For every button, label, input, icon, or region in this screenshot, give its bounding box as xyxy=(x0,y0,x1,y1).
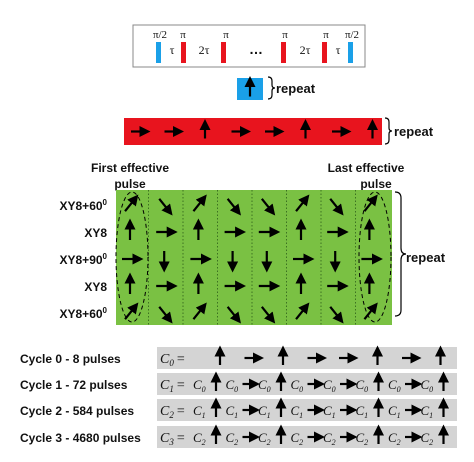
seq-label-tau-right: τ xyxy=(336,43,341,57)
cycle-row: Cycle 2 - 584 pulses C2= C1 C1 C1 C1 C1 C1 C1 C1 xyxy=(20,397,457,421)
block2-brace xyxy=(384,117,393,145)
seq-label-2tau-left: 2τ xyxy=(199,43,210,57)
cycle-equation: C1= xyxy=(160,378,185,394)
arrow-dr-icon xyxy=(260,306,276,324)
arrow-dr-icon xyxy=(260,198,276,216)
first-effective-ellipse xyxy=(115,191,149,323)
last-effective-label-2: pulse xyxy=(360,177,392,191)
arrow-dr-icon xyxy=(226,306,241,324)
cycle-label: Cycle 2 - 584 pulses xyxy=(20,404,134,418)
pulse-sequence-box: π/2 τ π 2τ π … π 2τ π τ π/2 xyxy=(132,24,366,68)
cycle-term: C0 xyxy=(323,377,336,394)
seq-label-ellipsis: … xyxy=(249,41,263,57)
block3: First effective pulse Last effective pul… xyxy=(60,161,446,325)
cycle-label: Cycle 3 - 4680 pulses xyxy=(20,431,141,445)
seq-label-pi2-right: π/2 xyxy=(345,29,359,41)
block1-repeat-label: repeat xyxy=(276,81,316,96)
cycle-row: Cycle 1 - 72 pulses C1= C0 C0 C0 C0 C0 C0 C0 C0 xyxy=(20,371,457,395)
arrow-dr-icon xyxy=(158,198,173,216)
green-matrix xyxy=(116,190,392,325)
cycle-term: C0 xyxy=(291,377,304,394)
cycle-term: C2 xyxy=(323,430,336,447)
arrow-dr-icon xyxy=(329,306,344,324)
cycle-term: C1 xyxy=(226,403,239,420)
seq-label-pi2-left: π/2 xyxy=(153,29,167,41)
arrow-ur-icon xyxy=(124,194,139,212)
cycle-term: C0 xyxy=(388,377,401,394)
arrow-ur-icon xyxy=(363,302,378,320)
pi-half-pulse xyxy=(348,42,353,63)
cycle-label: Cycle 0 - 8 pulses xyxy=(20,352,121,366)
pi-pulse xyxy=(181,42,186,63)
cycle-term: C0 xyxy=(421,377,434,394)
cycle-term: C0 xyxy=(356,377,369,394)
cycle-term: C1 xyxy=(421,403,434,420)
cycle-term: C1 xyxy=(388,403,401,420)
arrow-ur-icon xyxy=(192,302,207,320)
cycle-term: C1 xyxy=(356,403,369,420)
row-label: XY8 xyxy=(84,280,107,294)
cycle-term: C0 xyxy=(193,377,206,394)
first-effective-label-1: First effective xyxy=(91,161,169,175)
cycle-term: C2 xyxy=(291,430,304,447)
cycle-term: C2 xyxy=(388,430,401,447)
arrow-ur-icon xyxy=(192,194,207,212)
block2: repeat xyxy=(124,117,434,145)
row-label: XY8+900 xyxy=(60,252,108,267)
block3-brace xyxy=(394,191,407,317)
arrow-dr-icon xyxy=(329,198,344,216)
seq-label-tau-left: τ xyxy=(170,43,175,57)
block1-brace xyxy=(267,76,276,100)
cycle-term: C2 xyxy=(258,430,271,447)
cycle-row: Cycle 0 - 8 pulses C0= xyxy=(20,345,457,369)
cycle-term: C2 xyxy=(356,430,369,447)
last-effective-ellipse xyxy=(358,191,392,323)
pi-pulse xyxy=(281,42,286,63)
block2-repeat-label: repeat xyxy=(394,124,434,139)
seq-label-pi-1: π xyxy=(180,29,186,41)
arrow-ur-icon xyxy=(295,302,310,320)
row-label: XY8+600 xyxy=(60,198,108,213)
cycle-equation: C2= xyxy=(160,404,185,420)
cycle-term: C1 xyxy=(193,403,206,420)
cycle-term: C0 xyxy=(258,377,271,394)
pi-pulse xyxy=(221,42,226,63)
cycles-section: Cycle 0 - 8 pulses C0= Cycle 1 - 72 pulses… xyxy=(20,345,457,448)
seq-label-pi-3: π xyxy=(282,29,288,41)
arrow-ur-icon xyxy=(363,194,378,212)
cycle-equation: C3= xyxy=(160,431,185,447)
cycle-label: Cycle 1 - 72 pulses xyxy=(20,378,128,392)
seq-label-pi-4: π xyxy=(323,29,329,41)
pi-half-pulse xyxy=(156,42,161,63)
cycle-term: C1 xyxy=(291,403,304,420)
arrow-dr-icon xyxy=(158,306,173,324)
first-effective-label-2: pulse xyxy=(114,177,146,191)
cycle-term: C2 xyxy=(226,430,239,447)
cycle-equation: C0= xyxy=(160,352,185,368)
cycle-term: C1 xyxy=(323,403,336,420)
row-label: XY8 xyxy=(84,226,107,240)
row-label: XY8+600 xyxy=(60,306,108,321)
block1: repeat xyxy=(237,76,316,100)
cycle-row: Cycle 3 - 4680 pulses C3= C2 C2 C2 C2 C2 C2 C2 C2 xyxy=(20,424,457,448)
arrow-ur-icon xyxy=(124,302,139,320)
last-effective-label-1: Last effective xyxy=(328,161,405,175)
block3-repeat-label: repeat xyxy=(406,250,446,265)
pi-pulse xyxy=(322,42,327,63)
seq-label-pi-2: π xyxy=(223,29,229,41)
cycle-term: C0 xyxy=(226,377,239,394)
cycle-term: C2 xyxy=(193,430,206,447)
cycle-term: C2 xyxy=(421,430,434,447)
arrow-dr-icon xyxy=(226,198,241,216)
arrow-ur-icon xyxy=(295,194,310,212)
seq-label-2tau-right: 2τ xyxy=(300,43,311,57)
cycle-term: C1 xyxy=(258,403,271,420)
